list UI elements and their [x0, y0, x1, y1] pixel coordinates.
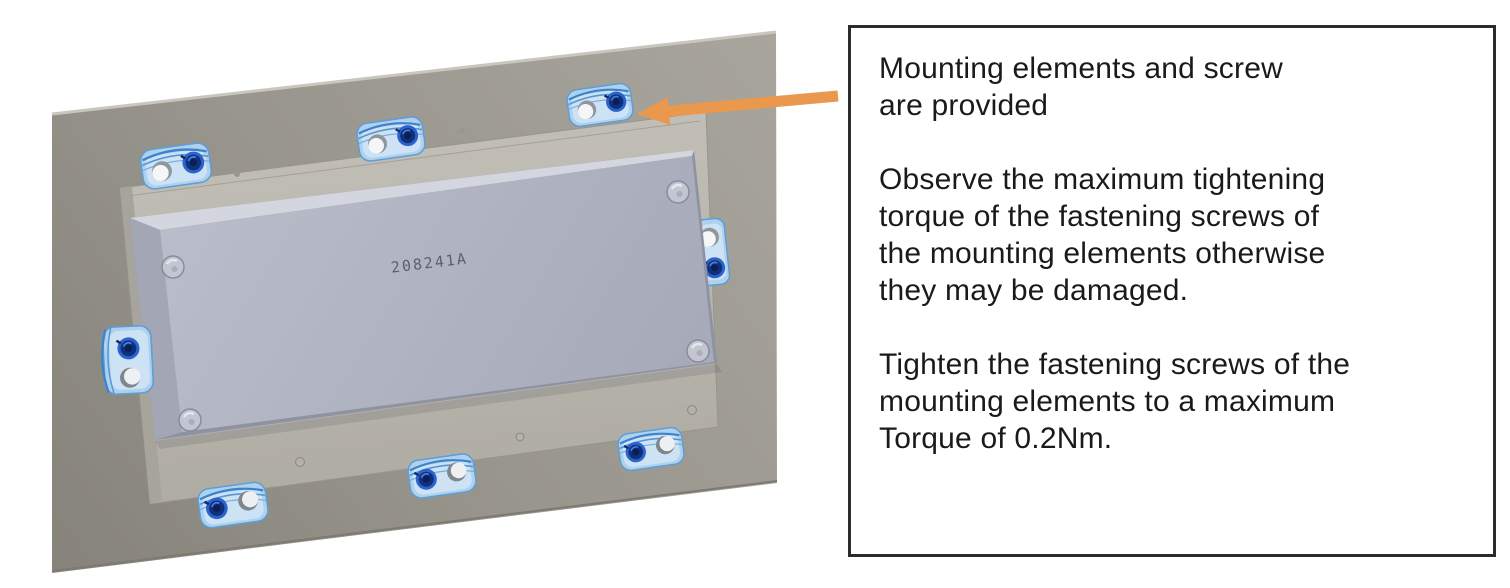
mounting-clip-top-left [139, 142, 212, 191]
mounting-clip-top-middle [356, 116, 427, 163]
panel-shadow [155, 364, 722, 449]
callout-arrow-icon [637, 90, 839, 125]
mounting-clip-bottom-right [617, 426, 686, 471]
wall-bottom-edge [51, 480, 778, 572]
frame-screw [515, 432, 525, 442]
note-paragraph-1: Mounting elements and screw are provided [879, 52, 1283, 122]
panel-screw [160, 254, 186, 280]
panel-screw [665, 179, 691, 205]
panel-screw [685, 338, 711, 364]
frame-hole [459, 128, 465, 134]
panel-top-bevel [130, 150, 694, 230]
panel-screw [177, 407, 203, 433]
frame-screw [687, 405, 697, 415]
wall-top-bevel [51, 30, 777, 116]
mounting-clip-left [101, 325, 154, 395]
mounting-clip-top-right [566, 82, 635, 127]
cad-figure: 208241A [51, 30, 839, 573]
frame-ridge-line [127, 120, 701, 197]
mounting-clip-bottom-middle [407, 453, 478, 500]
panel-left-bevel [130, 218, 182, 440]
frame-screw [295, 457, 305, 467]
note-paragraph-2: Observe the maximum tightening torque of… [879, 163, 1326, 307]
frame-hole [234, 171, 240, 177]
panel-face [160, 156, 714, 432]
device-panel: 208241A [130, 150, 722, 449]
mounting-clip-bottom-left [197, 481, 270, 529]
note-box: Mounting elements and screw are provided… [848, 25, 1496, 557]
note-paragraph-3: Tighten the fastening screws of the moun… [879, 348, 1351, 455]
